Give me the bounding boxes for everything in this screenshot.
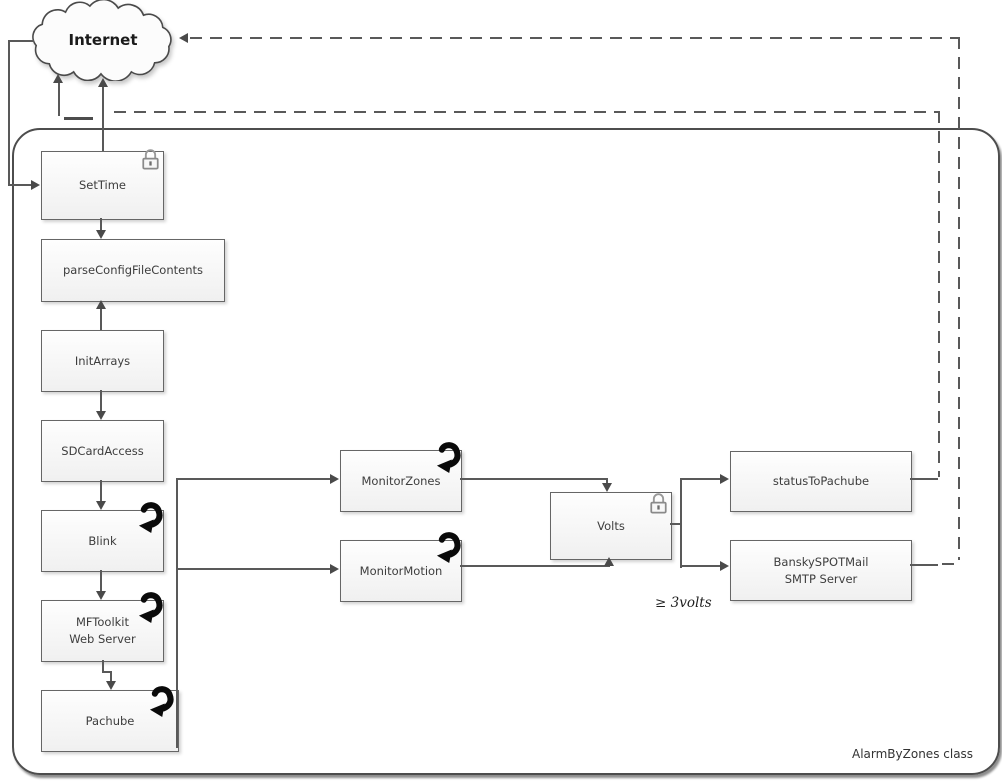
- arrowhead-into-internet-1: [53, 74, 63, 83]
- loop-arrow-icon: [436, 442, 461, 473]
- edge-banskyspotmail-out: [910, 564, 938, 566]
- edge-mftoolkit-to-pachube: [110, 671, 112, 682]
- arrowhead-into-sdcardaccess: [96, 411, 106, 420]
- node-label: InitArrays: [74, 353, 131, 368]
- edge-statustopachube-out: [910, 478, 938, 480]
- node-label: Blink: [88, 533, 117, 548]
- edge-monitormotion-to-volts: [460, 565, 610, 567]
- arrowhead-into-blink: [96, 501, 106, 510]
- arrowhead-into-parseconfig-up: [96, 300, 106, 309]
- edge-volts-out: [670, 523, 682, 525]
- edge-sdcardaccess-to-blink: [100, 480, 102, 502]
- internet-label: Internet: [68, 31, 138, 49]
- edge-internet-to-settime: [8, 40, 10, 186]
- loop-arrow-icon: [149, 686, 174, 717]
- edge-initarrays-to-sdcardaccess: [100, 390, 102, 412]
- node-label: Pachube: [85, 713, 135, 728]
- edge-up-to-internet-1: [58, 83, 60, 116]
- node-label: Volts: [597, 518, 625, 533]
- node-monitorzones: MonitorZones: [340, 450, 462, 512]
- arrowhead-into-parseconfig: [96, 230, 106, 239]
- node-statustopachube: statusToPachube: [730, 451, 912, 512]
- loop-arrow-icon: [436, 532, 461, 563]
- node-label: BanskySPOTMail SMTP Server: [773, 554, 869, 586]
- edge-internet-to-settime: [8, 40, 34, 42]
- dashed-edge-banskyspotmail-to-internet: [942, 563, 960, 565]
- node-label: SDCardAccess: [61, 443, 144, 458]
- loop-arrow-icon: [138, 592, 163, 623]
- node-pachube: Pachube: [41, 690, 179, 752]
- arrowhead-into-mftoolkit: [96, 591, 106, 600]
- node-label: MonitorMotion: [359, 563, 443, 578]
- edge-volts-branch: [680, 478, 682, 568]
- arrowhead-into-internet-dashed: [179, 33, 188, 43]
- node-blink: Blink: [41, 510, 164, 572]
- node-initarrays: InitArrays: [41, 330, 164, 392]
- dashed-edge-banskyspotmail-to-internet: [958, 37, 960, 560]
- internet-cloud: [32, 0, 172, 81]
- arrowhead-into-volts-top: [602, 483, 612, 492]
- loop-arrow-icon: [138, 502, 163, 533]
- arrowhead-into-statustopachube: [720, 474, 729, 484]
- arrowhead-into-internet-2: [98, 78, 108, 87]
- arrowhead-into-banskyspotmail: [720, 561, 729, 571]
- class-label: AlarmByZones class: [852, 747, 974, 761]
- arrowhead-into-monitorzones: [330, 474, 339, 484]
- node-banskyspotmail-smtp-server: BanskySPOTMail SMTP Server: [730, 540, 912, 601]
- node-parseconfigfilecontents: parseConfigFileContents: [41, 239, 225, 302]
- node-label: statusToPachube: [772, 474, 870, 489]
- node-label: MonitorZones: [361, 473, 441, 488]
- edge-to-monitorzones: [176, 478, 332, 480]
- arrowhead-into-monitormotion: [330, 564, 339, 574]
- edge-blink-to-mftoolkit: [100, 570, 102, 592]
- dashed-edge-banskyspotmail-to-internet: [190, 37, 958, 39]
- arrowhead-into-settime: [31, 180, 40, 190]
- dashed-edge-statustopachube-to-internet: [938, 111, 940, 477]
- arrowhead-into-volts-bottom: [604, 557, 614, 566]
- edge-internet-to-settime: [8, 184, 32, 186]
- edge-monitorzones-to-volts: [606, 478, 608, 485]
- edge-settime-to-internet: [102, 87, 104, 151]
- edge-mftoolkit-to-pachube: [102, 660, 104, 673]
- edge-monitorzones-to-volts: [460, 478, 608, 480]
- edge-fragment: [64, 117, 93, 120]
- node-mftoolkit-web-server: MFToolkit Web Server: [41, 600, 164, 662]
- alarmbyzones-class-boundary: [12, 128, 1000, 775]
- node-monitormotion: MonitorMotion: [340, 540, 462, 602]
- node-label: parseConfigFileContents: [62, 263, 203, 278]
- edge-initarrays-to-parseconfig: [100, 308, 102, 330]
- lock-icon: [650, 493, 667, 514]
- dashed-edge-statustopachube-to-internet: [114, 111, 938, 113]
- edge-settime-to-parseconfig: [100, 218, 102, 231]
- edge-to-monitormotion: [176, 568, 332, 570]
- cloud-shape: [32, 0, 172, 81]
- arrowhead-into-pachube: [106, 681, 116, 690]
- node-sdcardaccess: SDCardAccess: [41, 420, 164, 482]
- node-label: MFToolkit Web Server: [69, 615, 136, 646]
- edge-branch-vertical: [176, 478, 178, 748]
- edge-mftoolkit-to-pachube: [102, 671, 112, 673]
- volts-condition-label: ≥ 3volts: [655, 595, 712, 611]
- lock-icon: [142, 149, 159, 170]
- node-label: SetTime: [78, 178, 127, 193]
- edge-volts-to-statustopachube: [682, 478, 722, 480]
- edge-volts-to-banskyspotmail: [682, 565, 722, 567]
